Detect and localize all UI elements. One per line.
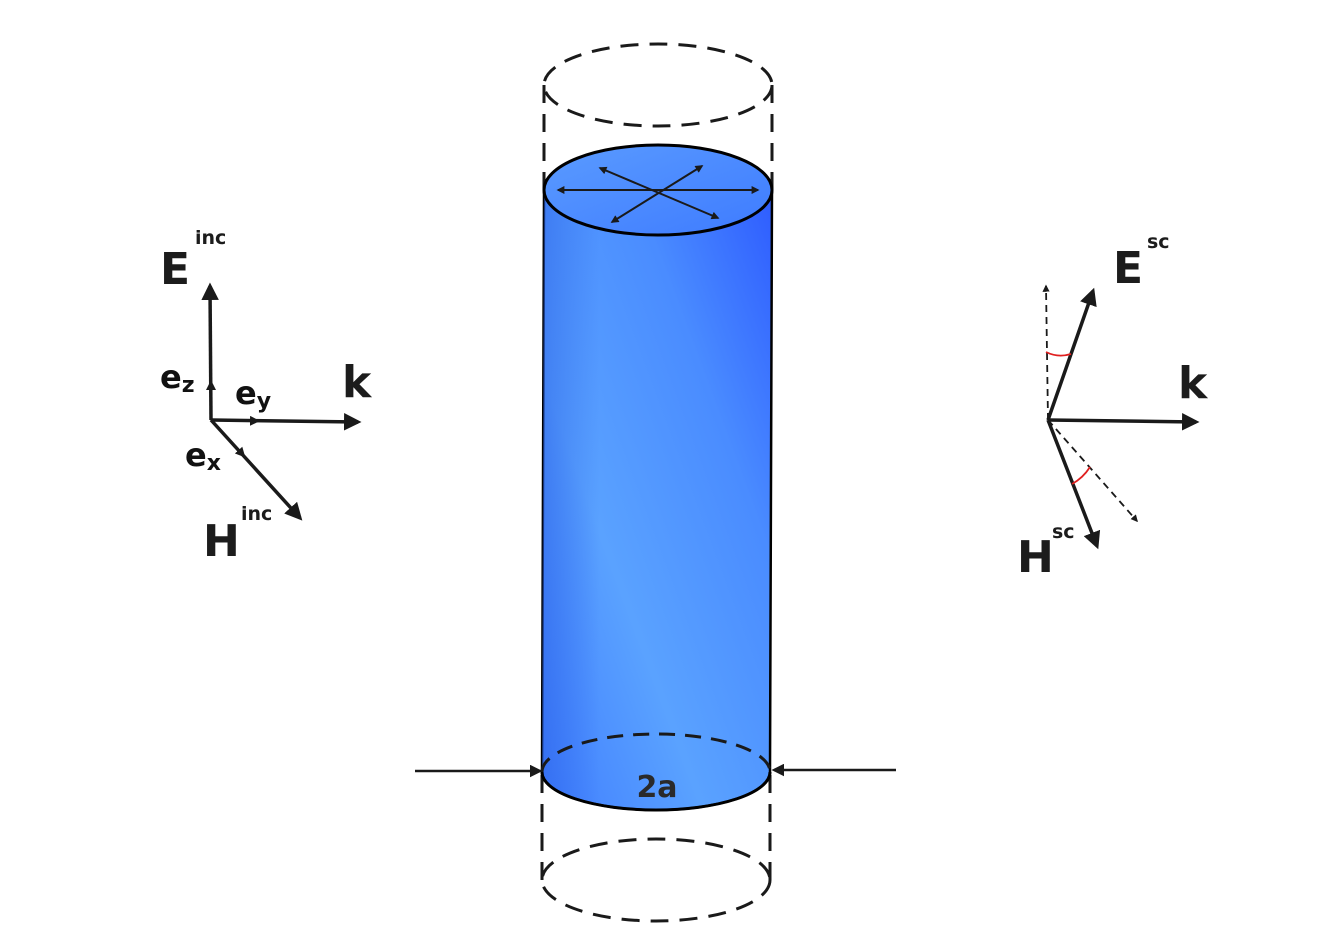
diameter-label: 2a bbox=[636, 770, 677, 805]
basis-ez-label: ez bbox=[160, 358, 195, 398]
scattered-H-reference-dashed bbox=[1047, 419, 1138, 523]
cap-polarization-arrows bbox=[556, 165, 760, 223]
scattered-H-angle-marker bbox=[1071, 466, 1091, 485]
incident-k-label: k bbox=[342, 357, 373, 408]
basis-ey-arrow bbox=[210, 415, 260, 426]
cylinder-dashed-bottom-extension bbox=[540, 775, 772, 923]
bottom-section-front-rim bbox=[540, 771, 772, 812]
scattered-E-sup: sc bbox=[1147, 231, 1170, 253]
cylinder-body-shade bbox=[542, 190, 772, 810]
scattered-k-arrow bbox=[1047, 413, 1200, 431]
basis-ex-label: ex bbox=[185, 436, 221, 476]
incident-H-sup: inc bbox=[241, 503, 272, 525]
scattered-wave-triad: E sc k H sc bbox=[1017, 231, 1209, 583]
incident-E-label: E bbox=[160, 244, 190, 295]
diameter-dimension bbox=[415, 763, 896, 778]
scattered-E-angle-marker bbox=[1045, 351, 1072, 357]
scattered-E-reference-dashed bbox=[1042, 284, 1050, 421]
basis-ex-arrow bbox=[210, 419, 246, 458]
scattered-k-label: k bbox=[1178, 358, 1209, 409]
scattered-E-label: E bbox=[1113, 243, 1143, 294]
cylinder-dashed-top-extension bbox=[542, 42, 774, 190]
incident-wave-triad: E inc k H inc ez ey ex bbox=[160, 227, 373, 567]
cylinder: 2a bbox=[415, 42, 896, 923]
scattered-H-label: H bbox=[1017, 532, 1054, 583]
scattered-E-arrow bbox=[1046, 287, 1097, 421]
incident-H-label: H bbox=[203, 516, 240, 567]
incident-E-sup: inc bbox=[195, 227, 226, 249]
basis-ey-label: ey bbox=[235, 374, 271, 414]
scattered-H-sup: sc bbox=[1052, 521, 1075, 543]
